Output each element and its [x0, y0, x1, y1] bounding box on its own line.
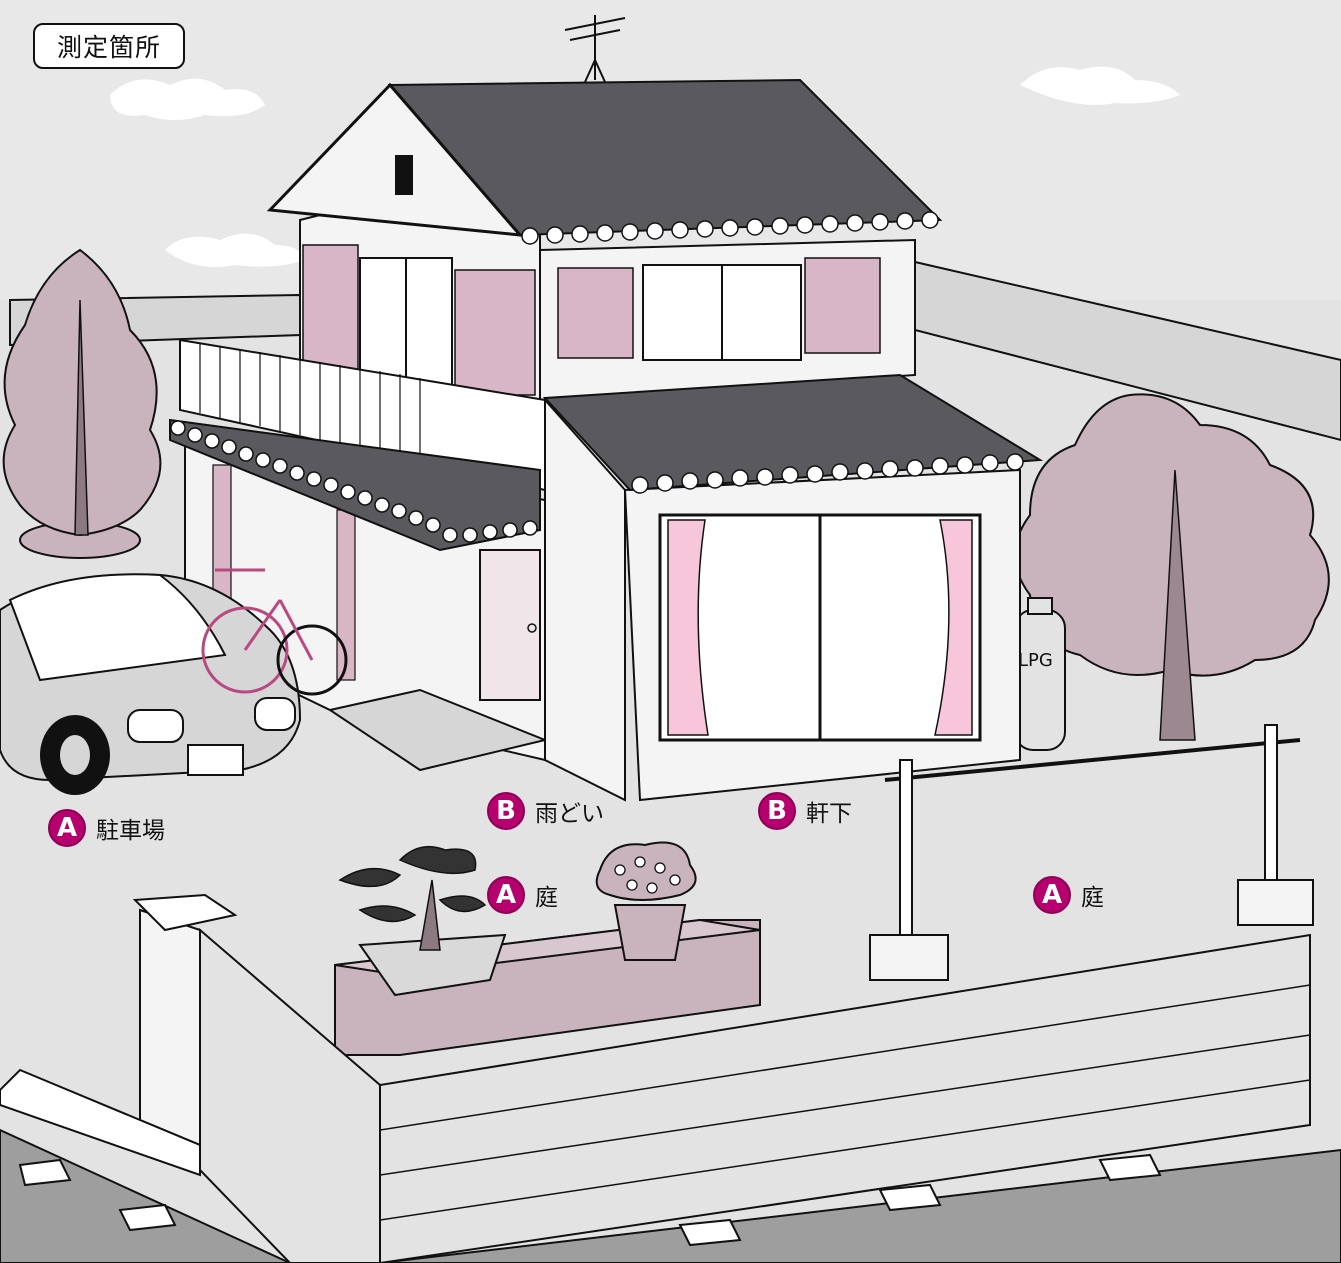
- potted-flower: [595, 841, 697, 961]
- marker-garden-left: A 庭: [487, 875, 558, 915]
- marker-label: 駐車場: [96, 818, 165, 844]
- road: [0, 1128, 291, 1263]
- marker-badge: A: [1033, 876, 1071, 914]
- bonsai: [338, 845, 507, 997]
- marker-label: 雨どい: [535, 801, 604, 827]
- front-wall-left: [199, 927, 381, 1263]
- road-right: [379, 1148, 1341, 1263]
- marker-parking: A 駐車場: [48, 808, 165, 848]
- lpg-cylinder: [1014, 597, 1066, 751]
- left-curb: [0, 1068, 201, 1177]
- right-tree: [1014, 393, 1330, 741]
- bicycle: [201, 568, 348, 696]
- measurement-points-title: 測定箇所: [33, 23, 185, 69]
- clouds: [110, 66, 1180, 268]
- marker-label: 軒下: [806, 801, 852, 827]
- roof-tile-edge: [521, 211, 939, 245]
- upper-siding-left: [302, 244, 536, 396]
- antenna: [564, 15, 626, 83]
- curtain-right: [934, 519, 973, 736]
- marker-badge: A: [48, 809, 86, 847]
- left-tree: [2, 248, 162, 559]
- marker-badge: A: [487, 876, 525, 914]
- marker-rain-gutter: B 雨どい: [487, 791, 604, 831]
- clothesline: [869, 724, 1314, 981]
- marker-eaves: B 軒下: [758, 791, 852, 831]
- front-wall: [379, 933, 1311, 1263]
- car: [0, 573, 302, 795]
- marker-badge: B: [758, 792, 796, 830]
- marker-label: 庭: [1081, 885, 1104, 911]
- lpg-label: LPG: [1018, 650, 1053, 671]
- marker-label: 庭: [535, 885, 558, 911]
- marker-garden-right: A 庭: [1033, 875, 1104, 915]
- marker-badge: B: [487, 792, 525, 830]
- lower-right-wall: [544, 397, 626, 802]
- curtain-left: [667, 519, 709, 736]
